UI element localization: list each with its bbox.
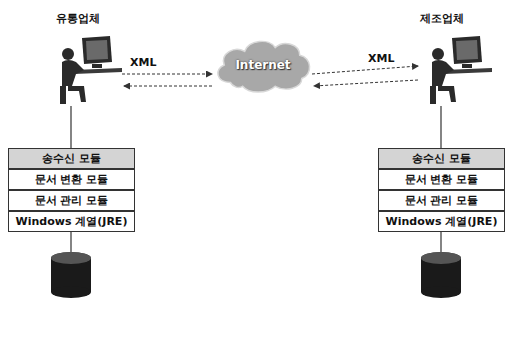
- module-label: 문서 관리 모듈: [35, 193, 109, 208]
- wire: [440, 232, 441, 252]
- module-label: 송수신 모듈: [42, 151, 101, 166]
- user-icon: [60, 36, 122, 104]
- module-label: 송수신 모듈: [412, 151, 471, 166]
- network-cloud: Internet: [212, 36, 314, 94]
- database-icon: [51, 252, 91, 298]
- wire: [440, 106, 441, 148]
- module-box: 송수신 모듈: [8, 148, 135, 169]
- module-box: 문서 관리 모듈: [8, 190, 135, 211]
- module-label: Windows 계열(JRE): [16, 214, 128, 229]
- wire: [70, 232, 71, 252]
- module-box: Windows 계열(JRE): [378, 211, 505, 232]
- format-label: XML: [130, 56, 156, 69]
- module-box: 문서 관리 모듈: [378, 190, 505, 211]
- module-box: 송수신 모듈: [378, 148, 505, 169]
- xml-arrow: [312, 66, 418, 74]
- database-icon: [421, 252, 461, 298]
- module-label: 문서 변환 모듈: [35, 172, 109, 187]
- module-label: 문서 변환 모듈: [405, 172, 479, 187]
- cloud-label: Internet: [235, 58, 290, 72]
- module-label: 문서 관리 모듈: [405, 193, 479, 208]
- company-title: 제조업체: [420, 11, 464, 26]
- company-title: 유통업체: [56, 11, 100, 26]
- module-box: 문서 변환 모듈: [8, 169, 135, 190]
- wire: [70, 106, 71, 148]
- format-label: XML: [368, 52, 394, 65]
- module-label: Windows 계열(JRE): [386, 214, 498, 229]
- module-box: Windows 계열(JRE): [8, 211, 135, 232]
- user-icon: [430, 36, 492, 104]
- module-box: 문서 변환 모듈: [378, 169, 505, 190]
- xml-arrow: [124, 86, 212, 87]
- xml-arrow: [314, 80, 418, 86]
- xml-arrow: [122, 74, 212, 75]
